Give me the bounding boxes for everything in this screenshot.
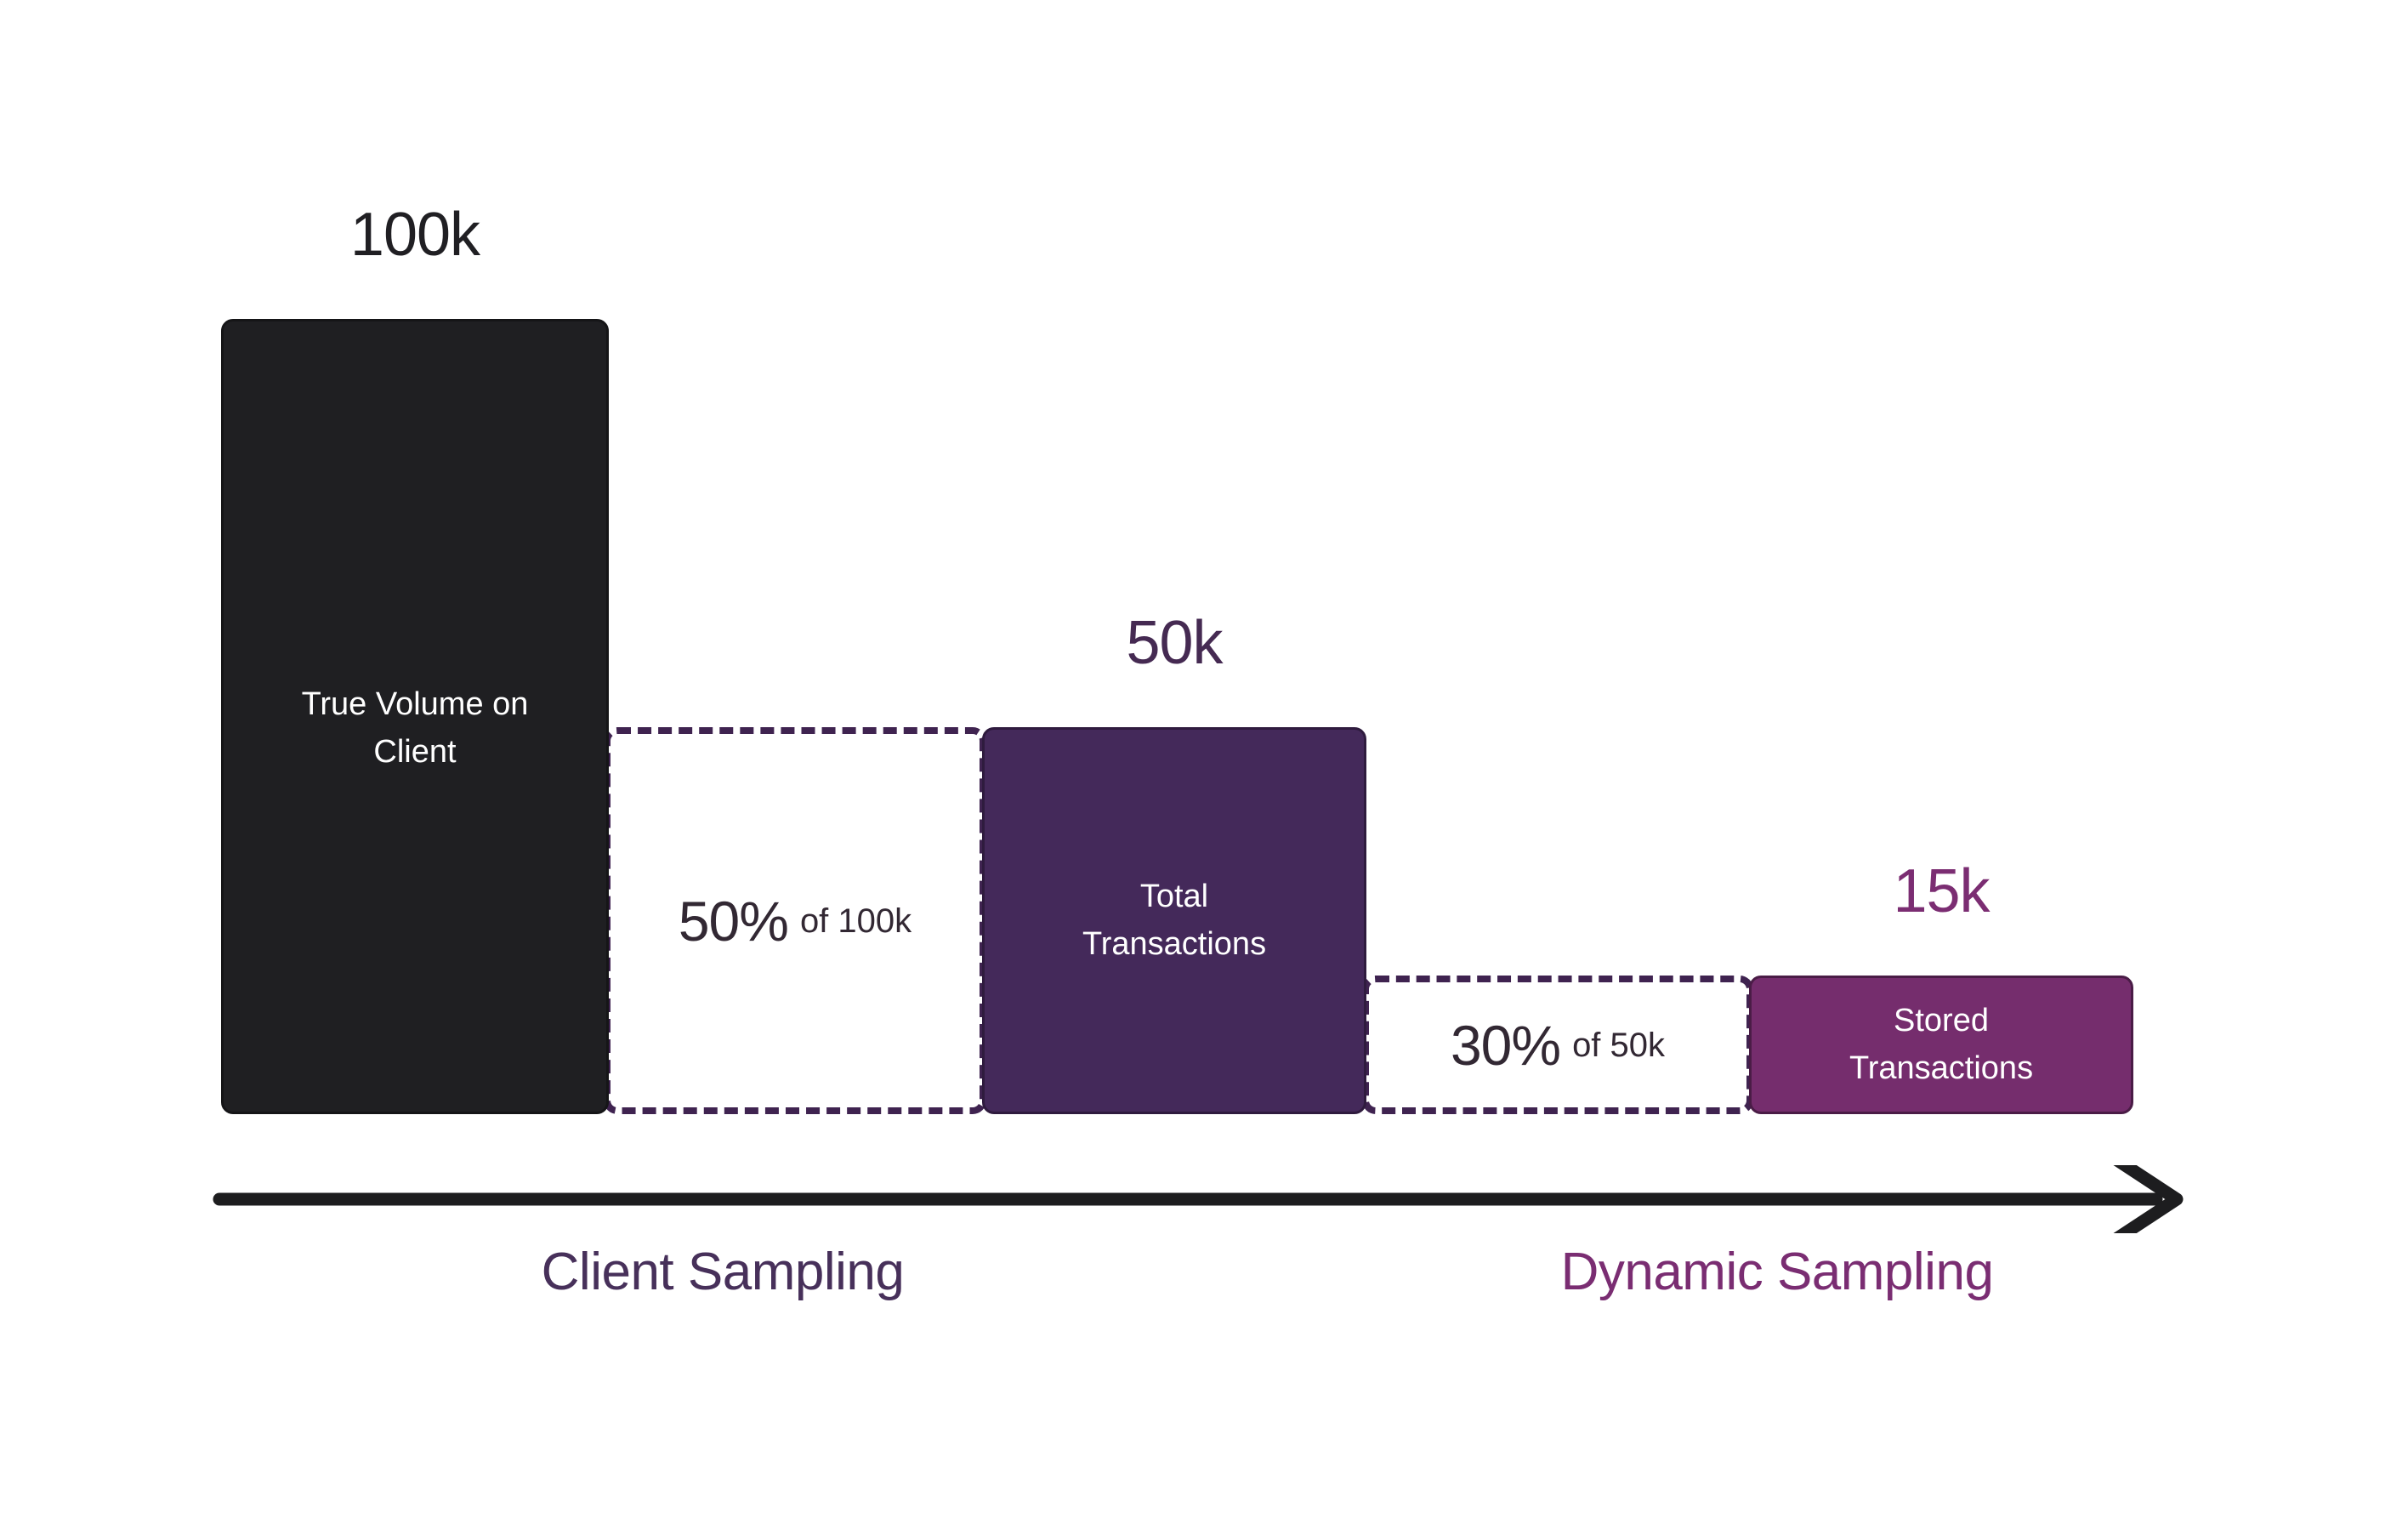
bar-label-line-2: Transactions <box>1849 1050 2034 1086</box>
stage-label-dynamic-sampling: Dynamic Sampling <box>1560 1243 1994 1301</box>
stage-label-client-sampling: Client Sampling <box>541 1243 905 1301</box>
bar-total-transactions: Total Transactions <box>982 727 1366 1114</box>
reduction-percent-dynamic: 30% <box>1450 1013 1561 1077</box>
bar-label-true-volume: True Volume on Client <box>288 681 542 775</box>
reduction-box-dynamic-sampling: 30% of 50k <box>1362 976 1753 1114</box>
value-label-total-transactions: 50k <box>1126 609 1223 677</box>
bar-label-line-2: Client <box>373 733 457 770</box>
reduction-box-client-sampling: 50% of 100k <box>604 727 986 1114</box>
bar-stored-transactions: Stored Transactions <box>1749 976 2133 1114</box>
bar-label-line-1: Total <box>1139 879 1209 915</box>
bar-label-line-1: Stored <box>1894 1003 1989 1039</box>
bar-true-volume-on-client: True Volume on Client <box>221 319 609 1114</box>
value-label-stored-transactions: 15k <box>1893 857 1990 925</box>
value-label-true-volume: 100k <box>349 201 480 269</box>
reduction-percent-client: 50% <box>678 889 789 953</box>
axis-arrowhead <box>2113 1165 2184 1233</box>
bar-label-total-transactions: Total Transactions <box>1069 873 1280 967</box>
bar-label-line-2: Transactions <box>1082 925 1267 962</box>
reduction-of-client: of 100k <box>799 902 912 940</box>
axis-arrow-icon <box>213 1165 2184 1233</box>
bar-label-line-1: True Volume on <box>301 686 529 723</box>
reduction-of-dynamic: of 50k <box>1572 1026 1666 1064</box>
bar-label-stored-transactions: Stored Transactions <box>1836 998 2047 1091</box>
